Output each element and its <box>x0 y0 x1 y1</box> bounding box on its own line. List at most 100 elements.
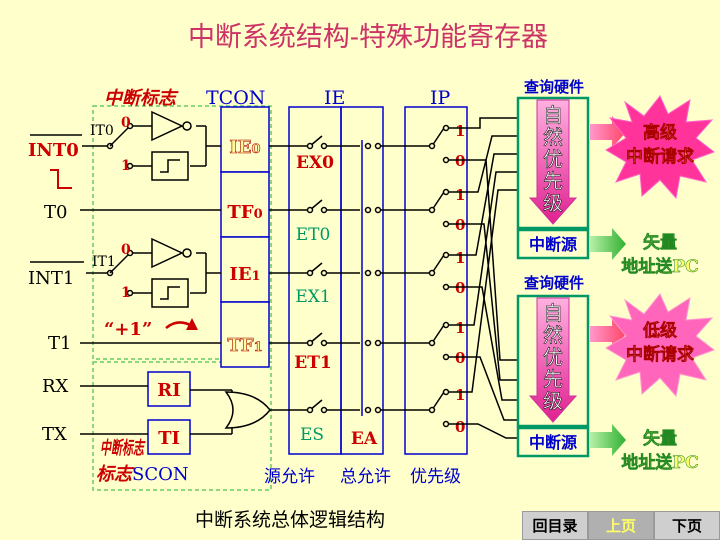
svg-text:1: 1 <box>455 186 465 204</box>
flag-ri: RI <box>157 380 180 401</box>
svg-text:优: 优 <box>543 345 563 369</box>
nav-bar: 回目录 上页 下页 <box>522 511 720 540</box>
ip-register <box>404 106 468 455</box>
source-allow-label: 源允许 <box>264 467 315 487</box>
priority-label: 优先级 <box>410 467 461 487</box>
vector-arrow-low <box>590 424 626 456</box>
input-rx: RX <box>42 376 69 397</box>
starburst-high <box>605 95 716 200</box>
natural-priority-text-high: 自 然 优 先 级 <box>543 103 564 216</box>
it1-zero: 0 <box>121 242 131 258</box>
scon-register <box>147 371 191 455</box>
ie-contacts <box>306 142 382 414</box>
nav-prev-button[interactable]: 上页 <box>588 511 654 540</box>
svg-text:优: 优 <box>543 147 563 171</box>
plus-one-label: “+1” <box>104 319 152 340</box>
ip-bit-labels: 1 0 1 0 1 0 1 0 1 0 <box>455 122 465 436</box>
vector-text-high: 矢量 地址送PC <box>621 232 699 278</box>
svg-text:1: 1 <box>455 249 465 267</box>
nav-home-button[interactable]: 回目录 <box>522 511 588 540</box>
it1-label: IT1 <box>92 254 116 270</box>
vector-arrow-high <box>590 228 626 260</box>
it-switches <box>106 122 134 297</box>
svg-text:矢量: 矢量 <box>643 232 677 253</box>
natural-priority-text-low: 自 然 优 先 级 <box>543 301 564 414</box>
total-allow-label: 总允许 <box>340 467 391 487</box>
input-t1: T1 <box>48 333 71 354</box>
svg-text:自: 自 <box>543 301 563 325</box>
svg-text:自: 自 <box>543 103 563 127</box>
or-gate <box>224 391 271 429</box>
enable-ex1: EX1 <box>295 287 330 307</box>
input-tx: TX <box>42 424 67 445</box>
svg-text:然: 然 <box>543 323 563 347</box>
input-t0: T0 <box>44 202 67 223</box>
starburst-low <box>605 293 716 398</box>
svg-text:地址送PC: 地址送PC <box>621 452 698 473</box>
ie-label: IE <box>324 87 345 109</box>
int0-waveform <box>50 169 72 189</box>
flag-ie1: IE1 <box>229 264 260 285</box>
nav-next-button[interactable]: 下页 <box>654 511 720 540</box>
source-box-high <box>516 228 590 260</box>
svg-text:然: 然 <box>543 125 563 149</box>
it1-one: 1 <box>121 285 131 301</box>
ip-label: IP <box>430 87 451 109</box>
query-hw-label-1: 查询硬件 <box>524 78 584 96</box>
svg-text:高级: 高级 <box>643 122 677 143</box>
svg-text:1: 1 <box>455 319 465 337</box>
svg-text:0: 0 <box>455 279 465 297</box>
svg-text:中断请求: 中断请求 <box>626 146 694 167</box>
it0-buffers <box>151 110 192 181</box>
flag-tf1: TF1 <box>227 335 262 356</box>
svg-text:低级: 低级 <box>642 320 677 341</box>
enable-ea: EA <box>351 429 378 449</box>
high-request-text: 高级 中断请求 <box>626 122 695 168</box>
svg-text:0: 0 <box>455 216 465 234</box>
tcon-flag-label: 中断标志 <box>104 88 179 109</box>
scon-dashed-group <box>92 361 272 491</box>
enable-ex0: EX0 <box>296 153 334 173</box>
source-label-high: 中断源 <box>529 235 577 254</box>
svg-text:1: 1 <box>455 122 465 140</box>
it0-zero: 0 <box>121 115 131 131</box>
input-int1: INT1 <box>28 268 74 289</box>
svg-text:地址送PC: 地址送PC <box>621 256 698 277</box>
it0-one: 1 <box>121 158 131 174</box>
tcon-register <box>220 106 270 368</box>
flag-tf0: TF0 <box>227 202 262 223</box>
tcon-label: TCON <box>206 87 265 109</box>
priority-arrow-low <box>528 297 578 423</box>
enable-es: ES <box>300 425 324 445</box>
low-request-text: 低级 中断请求 <box>626 320 695 366</box>
svg-text:先: 先 <box>543 367 563 391</box>
enable-et0: ET0 <box>296 225 331 245</box>
scon-flag-label: 中断标志 <box>100 438 146 459</box>
svg-text:0: 0 <box>455 152 465 170</box>
input-int0: INT0 <box>28 140 79 161</box>
svg-text:级: 级 <box>543 191 563 215</box>
enable-et1: ET1 <box>294 353 331 373</box>
svg-text:先: 先 <box>543 169 563 193</box>
ie-register <box>288 106 384 455</box>
query-hw-label-2: 查询硬件 <box>524 274 584 292</box>
it1-buffers <box>151 237 192 308</box>
svg-text:矢量: 矢量 <box>643 428 677 449</box>
diagram-caption: 中断系统总体逻辑结构 <box>195 509 385 531</box>
scon-label: 标志SCON <box>96 464 189 485</box>
it0-label: IT0 <box>90 123 114 139</box>
vector-text-low: 矢量 地址送PC <box>621 428 699 474</box>
source-box-low <box>516 426 590 458</box>
svg-text:1: 1 <box>455 386 465 404</box>
source-label-low: 中断源 <box>529 433 577 452</box>
routing-wires <box>448 117 518 439</box>
svg-text:0: 0 <box>455 418 465 436</box>
tcon-dashed-group <box>92 105 272 360</box>
ip-contacts <box>428 124 450 428</box>
priority-arrow-high <box>528 99 578 225</box>
ie-switch-rows <box>300 135 405 416</box>
flag-ti: TI <box>158 428 180 449</box>
svg-text:中断请求: 中断请求 <box>626 344 694 365</box>
